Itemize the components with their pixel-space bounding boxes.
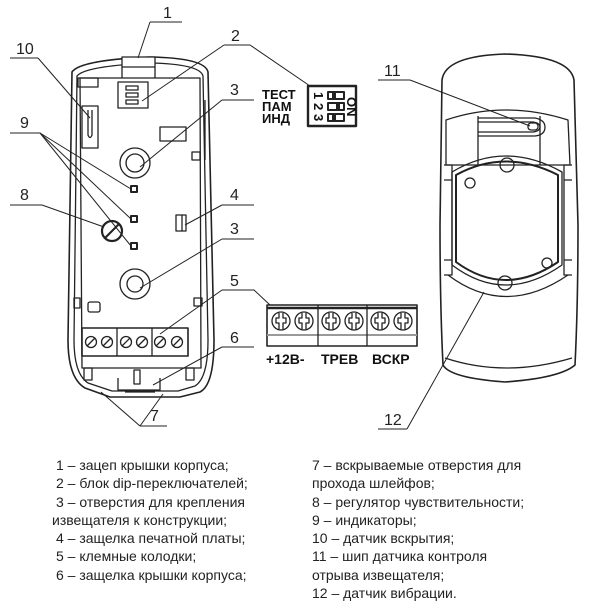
legend-item-6: 6 – защелка крышки корпуса;	[56, 566, 247, 583]
callout-4: 4	[230, 187, 239, 204]
callout-5: 5	[230, 273, 239, 290]
legend-right: 7 – вскрываемые отверстия для прохода шл…	[312, 456, 524, 602]
callout-3-bottom: 3	[230, 221, 239, 238]
cover-view	[439, 53, 579, 383]
leader-lines	[10, 21, 531, 430]
legend-item-5: 5 – клемные колодки;	[56, 548, 197, 565]
open-housing	[67, 56, 215, 398]
legend-item-3: 3 – отверстия для крепления	[56, 493, 245, 510]
callout-7: 7	[150, 408, 159, 425]
legend-item-2: 2 – блок dip-переключателей;	[56, 475, 248, 492]
legend-item-12: 12 – датчик вибрации.	[312, 585, 457, 602]
legend-item-8: 8 – регулятор чувствительности;	[312, 493, 525, 510]
dip-switch-detail	[306, 84, 358, 128]
legend-item-7-cont: прохода шлейфов;	[312, 475, 435, 492]
terminal-label-alarm: ТРЕВ	[321, 351, 358, 367]
terminal-label-power: +12В-	[266, 351, 305, 367]
legend-item-1: 1 – зацеп крышки корпуса;	[56, 457, 229, 473]
terminal-block-detail	[266, 304, 418, 347]
terminal-label-tamper: ВСКР	[372, 351, 410, 367]
legend-item-10: 10 – датчик вскрытия;	[312, 530, 455, 547]
dip-label-ind: ИНД	[262, 111, 291, 126]
dip-number-2: 2	[311, 103, 326, 110]
dip-number-3: 3	[311, 114, 326, 121]
legend-item-9: 9 – индикаторы;	[312, 511, 417, 528]
callout-6: 6	[230, 330, 239, 347]
callout-2: 2	[231, 28, 240, 45]
legend-item-11-cont: отрыва извещателя;	[312, 566, 445, 583]
legend-item-7: 7 – вскрываемые отверстия для	[312, 457, 522, 473]
legend-item-4: 4 – защелка печатной платы;	[56, 530, 246, 547]
dip-label-pam: ПАМ	[262, 99, 292, 114]
dip-on-label: ON	[344, 97, 359, 117]
legend-item-11: 11 – шип датчика контроля	[312, 548, 488, 565]
callout-10: 10	[16, 41, 34, 58]
legend-item-3-cont: извещателя к конструкции;	[52, 511, 228, 528]
dip-label-test: ТЕСТ	[262, 87, 296, 102]
dip-number-1: 1	[311, 92, 326, 99]
callout-3-top: 3	[230, 82, 239, 99]
callout-1: 1	[163, 5, 172, 22]
callout-8: 8	[20, 187, 29, 204]
legend-left: 1 – зацеп крышки корпуса; 2 – блок dip-п…	[52, 456, 248, 584]
callout-9: 9	[20, 115, 29, 132]
detector-diagram: 1 2 3 4 3 5 6 7 8 9 10 11 12 ТЕСТ ПАМ ИН…	[10, 5, 579, 430]
callout-12: 12	[384, 412, 402, 429]
callout-11: 11	[384, 63, 401, 80]
